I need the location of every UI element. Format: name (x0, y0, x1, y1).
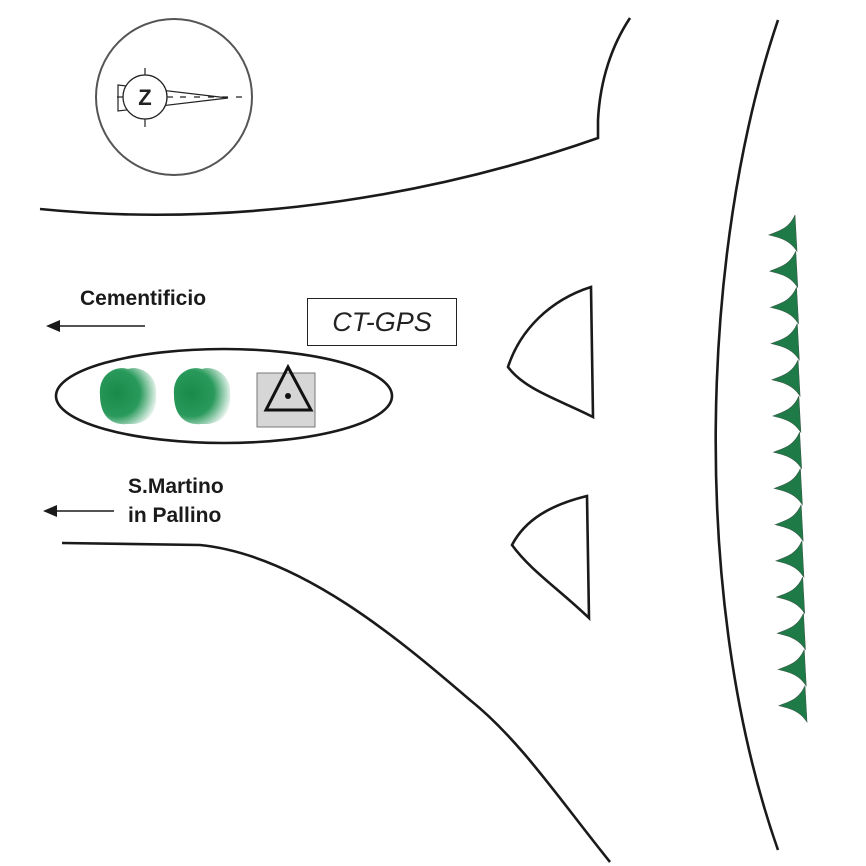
tree-marker-icon (774, 504, 804, 542)
tree-marker-icon (778, 685, 808, 723)
compass-needle (117, 84, 229, 112)
station-dot (285, 393, 291, 399)
direction-label-cementificio: Cementificio (80, 287, 207, 310)
tree-marker-icon (768, 251, 799, 289)
road-edge-south (61, 541, 612, 863)
tree-marker-icon (777, 649, 807, 687)
tree-row (768, 214, 808, 723)
compass: Z (95, 18, 253, 176)
tree-marker-icon (771, 395, 802, 434)
triangle-icon (263, 363, 314, 412)
tree-icon (99, 368, 157, 425)
left-arrow-icon (46, 320, 145, 332)
compass-ring (95, 18, 253, 176)
direction-label-smartino-line1: S.Martino (128, 475, 224, 498)
direction-label-smartino-line2: in Pallino (128, 504, 222, 527)
traffic-island-north (506, 285, 595, 420)
tree-marker-icon (774, 540, 805, 579)
road-edge-north (39, 17, 632, 216)
tree-marker-icon (771, 359, 801, 398)
tree-marker-icon (776, 613, 806, 651)
tree-icon (173, 368, 231, 425)
tree-marker-icon (773, 468, 803, 506)
gps-station-marker (256, 363, 316, 428)
station-label: CT-GPS (307, 298, 457, 346)
tree-marker-icon (772, 432, 802, 470)
tree-marker-icon (775, 577, 806, 615)
tree-marker-icon (769, 287, 799, 325)
compass-letter: Z (138, 85, 151, 110)
tree-marker-icon (770, 323, 800, 361)
road-edge-east (714, 19, 780, 851)
tree-marker-icon (768, 214, 798, 253)
traffic-island-south (510, 494, 591, 622)
left-arrow-icon (43, 505, 114, 517)
